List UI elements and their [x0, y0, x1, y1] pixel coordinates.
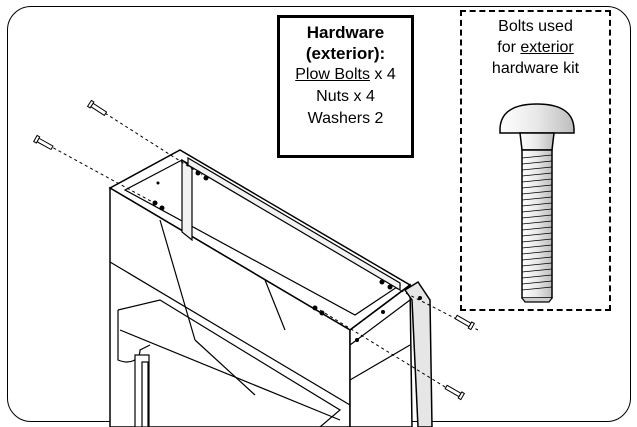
bolt-callout-line3: hardware kit [491, 60, 580, 77]
small-bolts [32, 99, 476, 401]
bolt-callout-box: Bolts used for exterior hardware kit [460, 10, 611, 311]
assembly-lines [47, 109, 479, 391]
bolt-callout-emph: exterior [520, 39, 574, 56]
bolt-callout-line2: for exterior [462, 37, 609, 58]
plow-bolts-name: Plow Bolts [295, 66, 370, 83]
side-panel [403, 280, 433, 427]
bolt-callout-prefix: for [497, 39, 521, 56]
right-side-face [349, 283, 413, 427]
bolt-holes [152, 170, 422, 342]
hardware-title: Hardware [306, 23, 385, 42]
nuts-line: Nuts x 4 [316, 88, 375, 105]
hardware-list-box: Hardware (exterior): Plow Bolts x 4 Nuts… [277, 15, 414, 158]
plow-bolt-icon [499, 103, 575, 303]
front-detail [109, 219, 411, 427]
bolt-callout-line1: Bolts used [498, 18, 573, 35]
fireplace-frame [108, 149, 433, 427]
plow-bolts-line: Plow Bolts x 4 [280, 64, 411, 86]
hardware-subtitle: (exterior): [305, 44, 386, 63]
washers-line: Washers 2 [307, 110, 384, 127]
back-panel [181, 156, 401, 292]
plow-bolts-qty: x 4 [369, 66, 396, 83]
front-face [109, 186, 351, 427]
